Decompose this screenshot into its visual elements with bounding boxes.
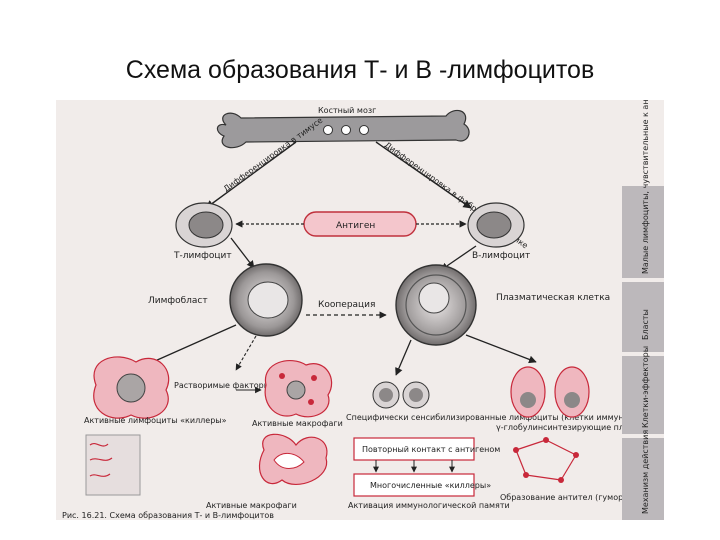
arrow-plasma-to-gamma xyxy=(465,334,537,364)
macrophage-granule xyxy=(308,399,314,405)
arrow-plasma-to-memory xyxy=(395,339,412,376)
gamma-plasma-nucleus xyxy=(564,392,580,408)
side-panel-4 xyxy=(622,438,664,520)
multiple-killers-label: Многочисленные «киллеры» xyxy=(370,481,491,490)
macrophage-granule xyxy=(279,373,285,379)
multiple-killers-box xyxy=(353,473,475,497)
specific-sensitized-label: Специфически сенсибилизированные лимфоци… xyxy=(346,413,664,422)
plasma-cell-nucleus xyxy=(418,282,450,314)
arrow-blast-to-factors xyxy=(235,335,257,371)
active-lymphocytes-label: Активные лимфоциты «киллеры» xyxy=(84,416,227,425)
macrophage-vacuole xyxy=(273,453,305,469)
gamma-plasma-nucleus xyxy=(520,392,536,408)
soluble-factors-label: Растворимые факторы лимфоцитов xyxy=(174,381,326,390)
figure-caption: Рис. 16.21. Схема образования Т- и В-лим… xyxy=(62,511,274,520)
cooperation-label: Кооперация xyxy=(318,300,375,310)
side-panel-1 xyxy=(622,186,664,278)
macrophage-granule xyxy=(311,375,317,381)
side-label-4: Механизм действия xyxy=(641,430,650,514)
memory-activation-label: Активация иммунологической памяти xyxy=(348,501,510,510)
memory-nucleus xyxy=(379,388,393,402)
lymphocyte-diagram: Костный мозг Дифференцировка в тимусе Ди… xyxy=(62,100,664,520)
diagram-scan: Костный мозг Дифференцировка в тимусе Ди… xyxy=(56,100,664,520)
t-lymphocyte-label: Т-лимфоцит xyxy=(173,251,232,261)
side-label-1: Малые лимфоциты, чувствительные к антиге… xyxy=(641,100,650,274)
plasma-cell-label: Плазматическая клетка xyxy=(496,293,610,303)
antibody-network xyxy=(513,437,579,483)
lymphoblast-label: Лимфобласт xyxy=(148,296,208,306)
marrow-hole xyxy=(323,125,333,135)
memory-nucleus xyxy=(409,388,423,402)
arrow-to-t xyxy=(205,141,297,209)
killer-nucleus xyxy=(116,373,146,403)
slide-title: Схема образования Т- и В -лимфоцитов xyxy=(125,56,595,84)
marrow-hole xyxy=(359,125,369,135)
active-macrophages-label: Активные макрофаги xyxy=(252,419,343,428)
marrow-hole xyxy=(341,125,351,135)
lymphoblast-nucleus xyxy=(247,281,289,319)
arrow-t-to-blast xyxy=(230,237,255,269)
gamma-globulin-label: γ-глобулинсинтезирующие плазматические к… xyxy=(496,423,664,432)
plasma-cell-er xyxy=(405,274,467,336)
side-panel-3 xyxy=(622,356,664,434)
antigen-label: Антиген xyxy=(336,221,375,231)
bone-marrow-label: Костный мозг xyxy=(318,106,376,115)
macrophage-nucleus xyxy=(286,380,306,400)
repeated-contact-label: Повторный контакт с антигеном xyxy=(362,445,500,454)
side-panel-2 xyxy=(622,282,664,352)
t-lymphocyte-nucleus xyxy=(188,211,224,239)
arrow-to-b xyxy=(375,141,472,209)
side-label-2: Бласты xyxy=(641,309,650,340)
active-macrophages-bottom-label: Активные макрофаги xyxy=(206,501,297,510)
b-lymphocyte-label: В-лимфоцит xyxy=(472,251,530,261)
killer-contact-panel xyxy=(85,434,141,496)
arrow-blast-to-killers xyxy=(145,324,237,366)
antibody-formation-label: Образование антител (гуморальный иммунит… xyxy=(500,493,664,502)
killer-contact-lines xyxy=(89,442,113,477)
b-lymphocyte-nucleus xyxy=(476,211,512,239)
side-label-3: Клетки-эффекторы xyxy=(641,346,650,428)
